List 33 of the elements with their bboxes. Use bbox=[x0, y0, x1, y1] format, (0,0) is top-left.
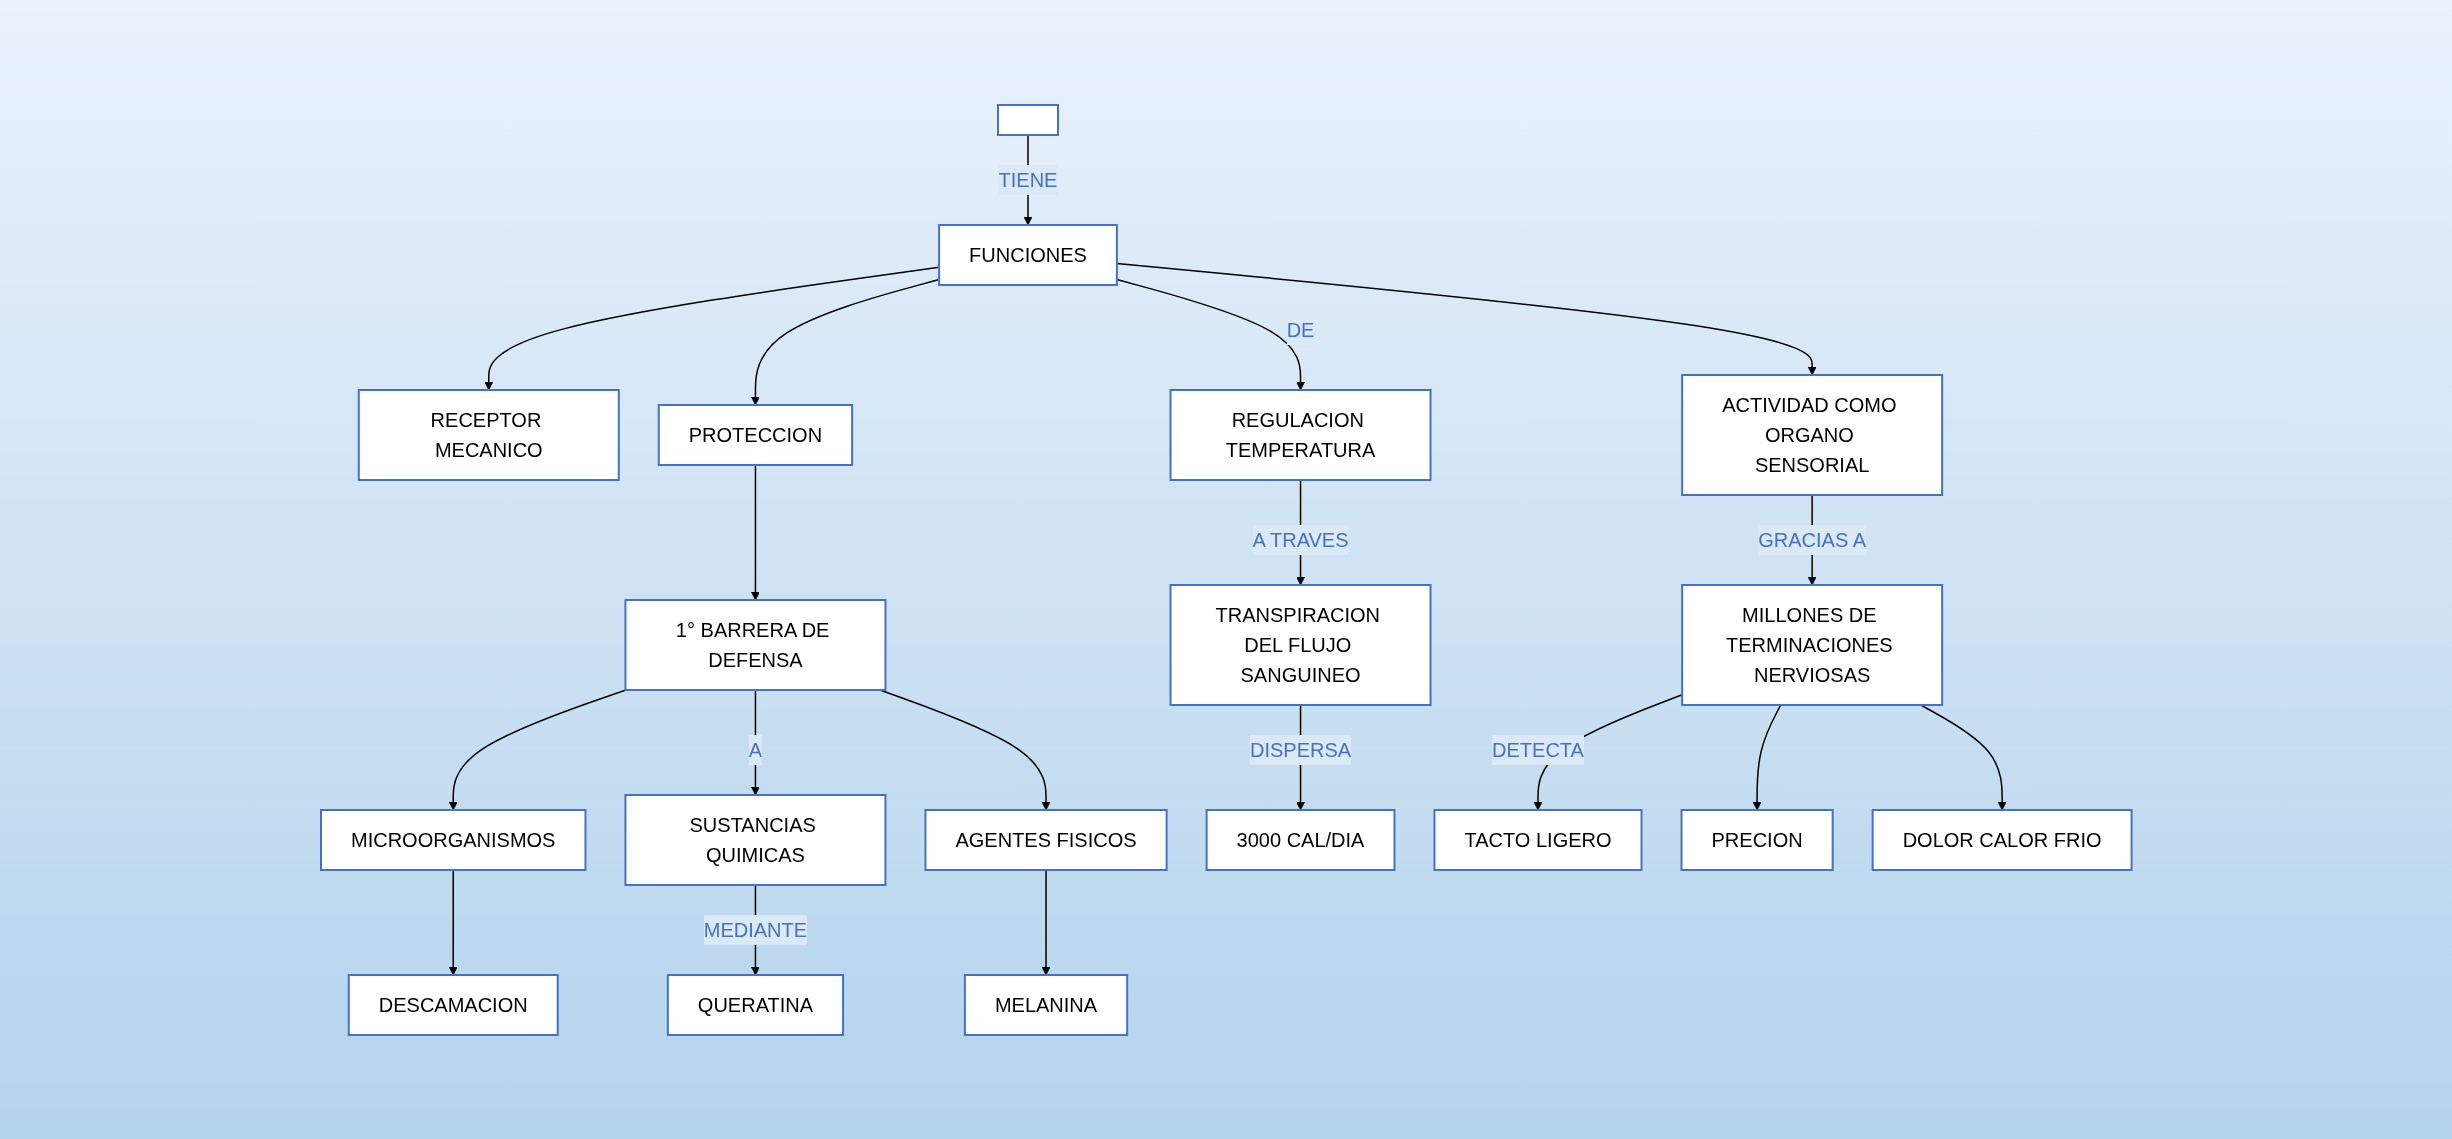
arrow bbox=[448, 688, 627, 810]
node-box bbox=[996, 103, 1059, 136]
edge-label: TIENE bbox=[998, 168, 1058, 191]
node-box: TRANSPIRACION DEL FLUJO SANGUINEO bbox=[1169, 583, 1432, 706]
arrow bbox=[448, 868, 458, 975]
arrow bbox=[750, 463, 760, 600]
node-box: PROTECCION bbox=[657, 403, 853, 466]
node-box: QUERATINA bbox=[666, 973, 844, 1036]
arrow bbox=[1919, 703, 2007, 810]
node-box: MILLONES DE TERMINACIONES NERVIOSAS bbox=[1680, 583, 1943, 706]
node-box: ACTIVIDAD COMO ORGANO SENSORIAL bbox=[1680, 373, 1943, 496]
node-box: AGENTES FISICOS bbox=[924, 808, 1168, 871]
node-box: DOLOR CALOR FRIO bbox=[1871, 808, 2133, 871]
node-box: DESCAMACION bbox=[347, 973, 559, 1036]
node-box: REGULACION TEMPERATURA bbox=[1169, 388, 1432, 481]
edge-label: DE bbox=[1286, 318, 1315, 341]
arrow bbox=[1752, 703, 1782, 810]
edge-label: DISPERSA bbox=[1249, 738, 1351, 761]
arrow bbox=[1041, 868, 1051, 975]
edge-label: GRACIAS A bbox=[1757, 528, 1866, 551]
edge-label: DETECTA bbox=[1491, 738, 1584, 761]
edge-label: MEDIANTE bbox=[703, 918, 807, 941]
node-box: MELANINA bbox=[963, 973, 1128, 1036]
node-box: FUNCIONES bbox=[937, 223, 1118, 286]
node-box: 3000 CAL/DIA bbox=[1205, 808, 1396, 871]
node-box: PRECION bbox=[1680, 808, 1834, 871]
node-box: MICROORGANISMOS bbox=[319, 808, 587, 871]
edge-label: A bbox=[748, 738, 762, 761]
node-box: 1° BARRERA DE DEFENSA bbox=[624, 598, 887, 691]
node-box: TACTO LIGERO bbox=[1433, 808, 1643, 871]
node-box: RECEPTOR MECANICO bbox=[357, 388, 620, 481]
node-box: SUSTANCIAS QUIMICAS bbox=[624, 793, 887, 886]
edge-label: A TRAVES bbox=[1252, 528, 1349, 551]
